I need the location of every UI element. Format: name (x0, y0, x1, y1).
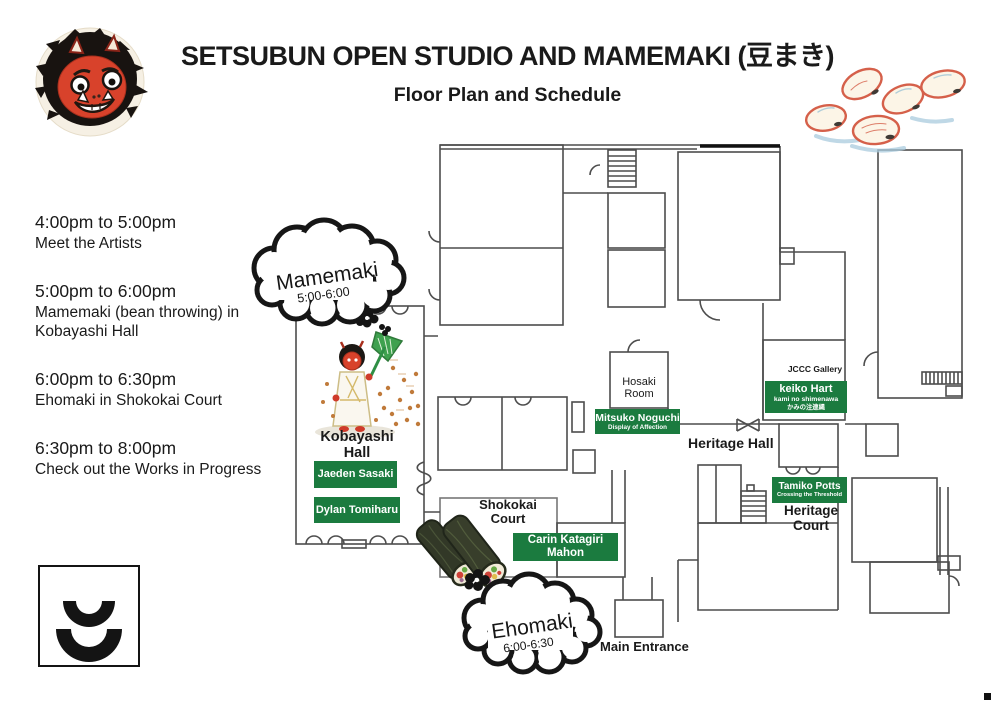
artist-label-keiko-hart: keiko Hart kami no shimenawa かみの注連縄 (765, 381, 847, 413)
room-label-heritage-hall: Heritage Hall (688, 435, 774, 451)
room-label-kobayashi-hall: Kobayashi Hall (320, 429, 394, 461)
room-label-heritage-court: Heritage Court (783, 503, 839, 533)
schedule-desc: Mamemaki (bean throwing) in Kobayashi Ha… (35, 303, 240, 341)
schedule-time: 5:00pm to 6:00pm (35, 280, 177, 301)
schedule-desc: Ehomaki in Shokokai Court (35, 392, 222, 410)
ehomaki-cloud: Ehomaki 6:00-6:30 (461, 571, 603, 675)
schedule-time: 6:30pm to 8:00pm (35, 437, 177, 458)
schedule-item: 6:00pm to 6:30pm Ehomaki in Shokokai Cou… (35, 369, 297, 411)
artist-label-jaeden-sasaki: Jaeden Sasaki (314, 461, 397, 488)
ehomaki-rolls-icon (415, 514, 507, 588)
oni-face-icon (35, 27, 148, 137)
beans-icon (804, 67, 966, 153)
schedule-time: 4:00pm to 5:00pm (35, 212, 177, 232)
artist-label-dylan-tomiharu: Dylan Tomiharu (314, 497, 400, 523)
room-label-main-entrance: Main Entrance (600, 639, 689, 654)
page-corner-mark (984, 693, 991, 700)
schedule-desc: Check out the Works in Progress (35, 460, 262, 478)
floor-plan-walls (285, 144, 963, 638)
mamemaki-cloud: Mamemaki 5:00-6:00 (251, 217, 407, 327)
jccc-logo-arcs (56, 601, 122, 662)
page-subtitle: Floor Plan and Schedule (393, 84, 622, 106)
schedule-desc: Meet the Artists (35, 234, 142, 252)
page-title: SETSUBUN OPEN STUDIO AND MAMEMAKI (豆まき) (181, 41, 835, 71)
artist-label-tamiko-potts: Tamiko Potts Crossing the Threshold (772, 477, 847, 503)
artist-label-carin-katagiri-mahon: Carin Katagiri Mahon (513, 533, 618, 561)
schedule-item: 5:00pm to 6:00pm Mamemaki (bean throwing… (35, 281, 297, 343)
room-label-hosaki-room: Hosaki Room (622, 376, 656, 401)
schedule-time: 6:00pm to 6:30pm (35, 369, 177, 390)
oni-figure-icon (315, 331, 421, 439)
artist-label-mitsuko-noguchi: Mitsuko Noguchi Display of Affection (595, 409, 680, 434)
jccc-logo (38, 565, 140, 667)
schedule-list: 4:00pm to 5:00pm Meet the Artists 5:00pm… (35, 212, 297, 507)
room-label-shokokai-court: Shokokai Court (479, 497, 537, 527)
schedule-item: 4:00pm to 5:00pm Meet the Artists (35, 212, 297, 254)
schedule-item: 6:30pm to 8:00pm Check out the Works in … (35, 438, 297, 480)
room-label-jccc-gallery: JCCC Gallery (787, 364, 843, 374)
